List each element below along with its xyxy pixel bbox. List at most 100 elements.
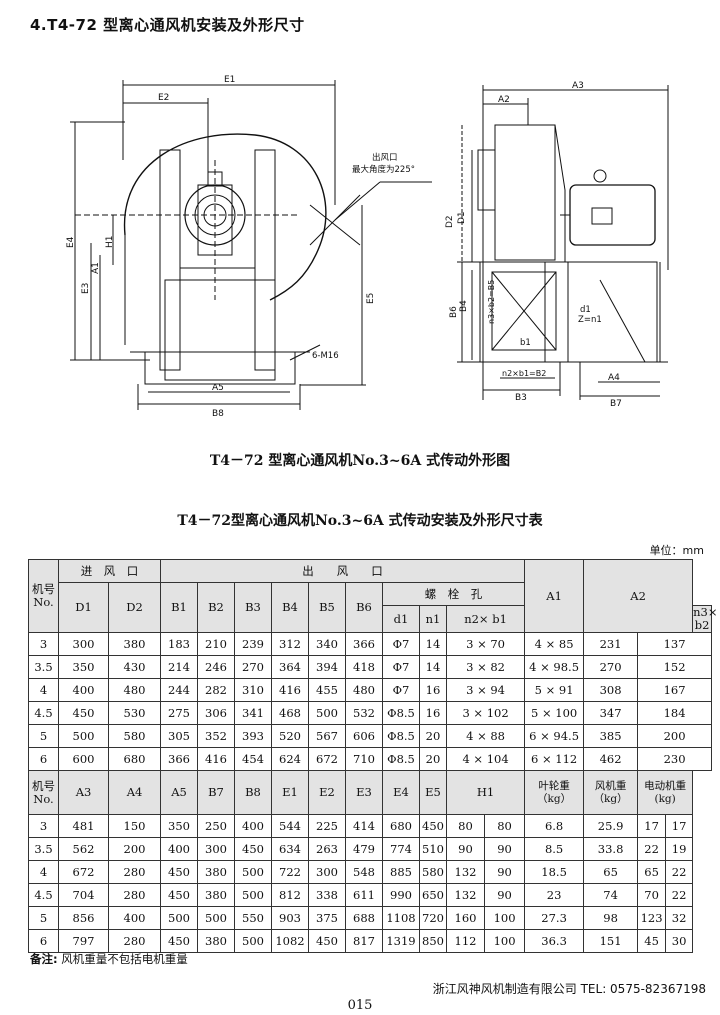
table-cell: 680	[108, 747, 161, 771]
table-cell: 160	[446, 906, 485, 930]
table-cell: 19	[665, 837, 694, 861]
table-cell: 338	[308, 883, 346, 907]
side-view-labels: A2 A3 D2 D1 B6 B4 n3×b2=B5 d1 Z=n1 b1 n2…	[445, 81, 622, 409]
table-cell: 990	[382, 883, 420, 907]
table-cell: 225	[308, 814, 346, 838]
table-cell: 3.5	[28, 655, 59, 679]
table-cell: 151	[583, 929, 639, 953]
table-cell: 280	[108, 929, 161, 953]
header-row-3: d1 n1 n2× b1 n3× b2	[29, 605, 717, 633]
table-cell: 250	[197, 814, 235, 838]
outlet-note-line-2: 最大角度为225°	[352, 164, 415, 175]
table-cell: 4.5	[28, 701, 59, 725]
table-cell: 45	[637, 929, 667, 953]
table-cell: 231	[583, 632, 639, 656]
table-cell: 480	[108, 678, 161, 702]
table-cell: 510	[419, 837, 447, 861]
table-cell: 263	[308, 837, 346, 861]
bolt-header: 螺 栓 孔	[381, 582, 526, 606]
table-cell: 1082	[271, 929, 309, 953]
table-cell: 4	[28, 678, 59, 702]
side-view-drawing	[457, 85, 669, 400]
table-cell: 270	[234, 655, 272, 679]
table-cell: Φ7	[382, 632, 420, 656]
table-cell: 132	[446, 860, 485, 884]
table-cell: 400	[58, 678, 109, 702]
table-cell: 500	[197, 906, 235, 930]
table-cell: 479	[345, 837, 383, 861]
table-cell: 22	[637, 837, 667, 861]
table-cell: 200	[108, 837, 161, 861]
table-cell: 450	[419, 814, 447, 838]
svg-text:E5: E5	[366, 293, 376, 304]
table-cell: 544	[271, 814, 309, 838]
table-cell: 5 × 100	[524, 701, 585, 725]
table-cell: 4	[28, 860, 59, 884]
table-cell: 400	[108, 906, 161, 930]
table-cell: 416	[271, 678, 309, 702]
table-cell: Φ8.5	[382, 724, 420, 748]
table-cell: 462	[583, 747, 639, 771]
table-cell: 280	[108, 883, 161, 907]
table-cell: 300	[58, 632, 109, 656]
table-cell: 16	[419, 701, 447, 725]
svg-text:D1: D1	[457, 211, 467, 224]
table-cell: 385	[583, 724, 639, 748]
table-cell: 17	[665, 814, 694, 838]
table-cell: 280	[108, 860, 161, 884]
footnote-label: 备注:	[30, 952, 58, 966]
table-cell: 1108	[382, 906, 420, 930]
technical-drawings: E1 E2 E4 H1 A1 E3 E5 A5 B8 出风口 最大角度为225°…	[66, 75, 669, 419]
table-cell: 3 × 82	[445, 655, 526, 679]
table-cell: 3.5	[28, 837, 59, 861]
table-cell: 672	[308, 747, 346, 771]
svg-text:Z=n1: Z=n1	[578, 315, 602, 325]
table-cell: 430	[108, 655, 161, 679]
table-cell: 33.8	[583, 837, 639, 861]
inlet-header: 进 风 口	[58, 559, 161, 583]
table-cell: 184	[637, 701, 712, 725]
table-cell: 550	[234, 906, 272, 930]
table-cell: 90	[446, 837, 485, 861]
svg-text:H1: H1	[105, 236, 115, 249]
svg-text:B4: B4	[459, 300, 469, 312]
table-cell: 393	[234, 724, 272, 748]
table-cell: 18.5	[524, 860, 585, 884]
header-row-4: 机号No. A3 A4 A5 B7 B8 E1 E2 E3 E4 E5 H1 叶…	[28, 770, 712, 815]
table-cell: 380	[197, 860, 235, 884]
footnote: 备注: 风机重量不包括电机重量	[30, 951, 188, 967]
table-cell: 112	[446, 929, 485, 953]
svg-text:E4: E4	[66, 236, 76, 248]
table-cell: 183	[160, 632, 198, 656]
table-cell: 70	[637, 883, 667, 907]
table-cell: 6	[28, 929, 59, 953]
table-cell: 100	[483, 906, 526, 930]
front-view-labels: E1 E2 E4 H1 A1 E3 E5 A5 B8 出风口 最大角度为225°…	[66, 75, 415, 419]
table-cell: 65	[583, 860, 639, 884]
table-cell: Φ7	[382, 655, 420, 679]
table-cell: 520	[271, 724, 309, 748]
table-cell: 350	[160, 814, 198, 838]
svg-text:B8: B8	[212, 409, 224, 419]
table-cell: 450	[160, 860, 198, 884]
fan-no-header: 机号No.	[28, 559, 59, 633]
table-cell: 530	[108, 701, 161, 725]
table-cell: 65	[637, 860, 667, 884]
table-cell: 4 × 85	[524, 632, 585, 656]
table-cell: 230	[637, 747, 712, 771]
table-cell: 167	[637, 678, 712, 702]
table-cell: 416	[197, 747, 235, 771]
table-cell: 480	[345, 678, 383, 702]
table-cell: 380	[197, 883, 235, 907]
table-cell: 352	[197, 724, 235, 748]
table-cell: 80	[483, 814, 526, 838]
table-cell: 6.8	[524, 814, 585, 838]
table-cell: 650	[419, 883, 447, 907]
table-cell: 90	[483, 860, 526, 884]
